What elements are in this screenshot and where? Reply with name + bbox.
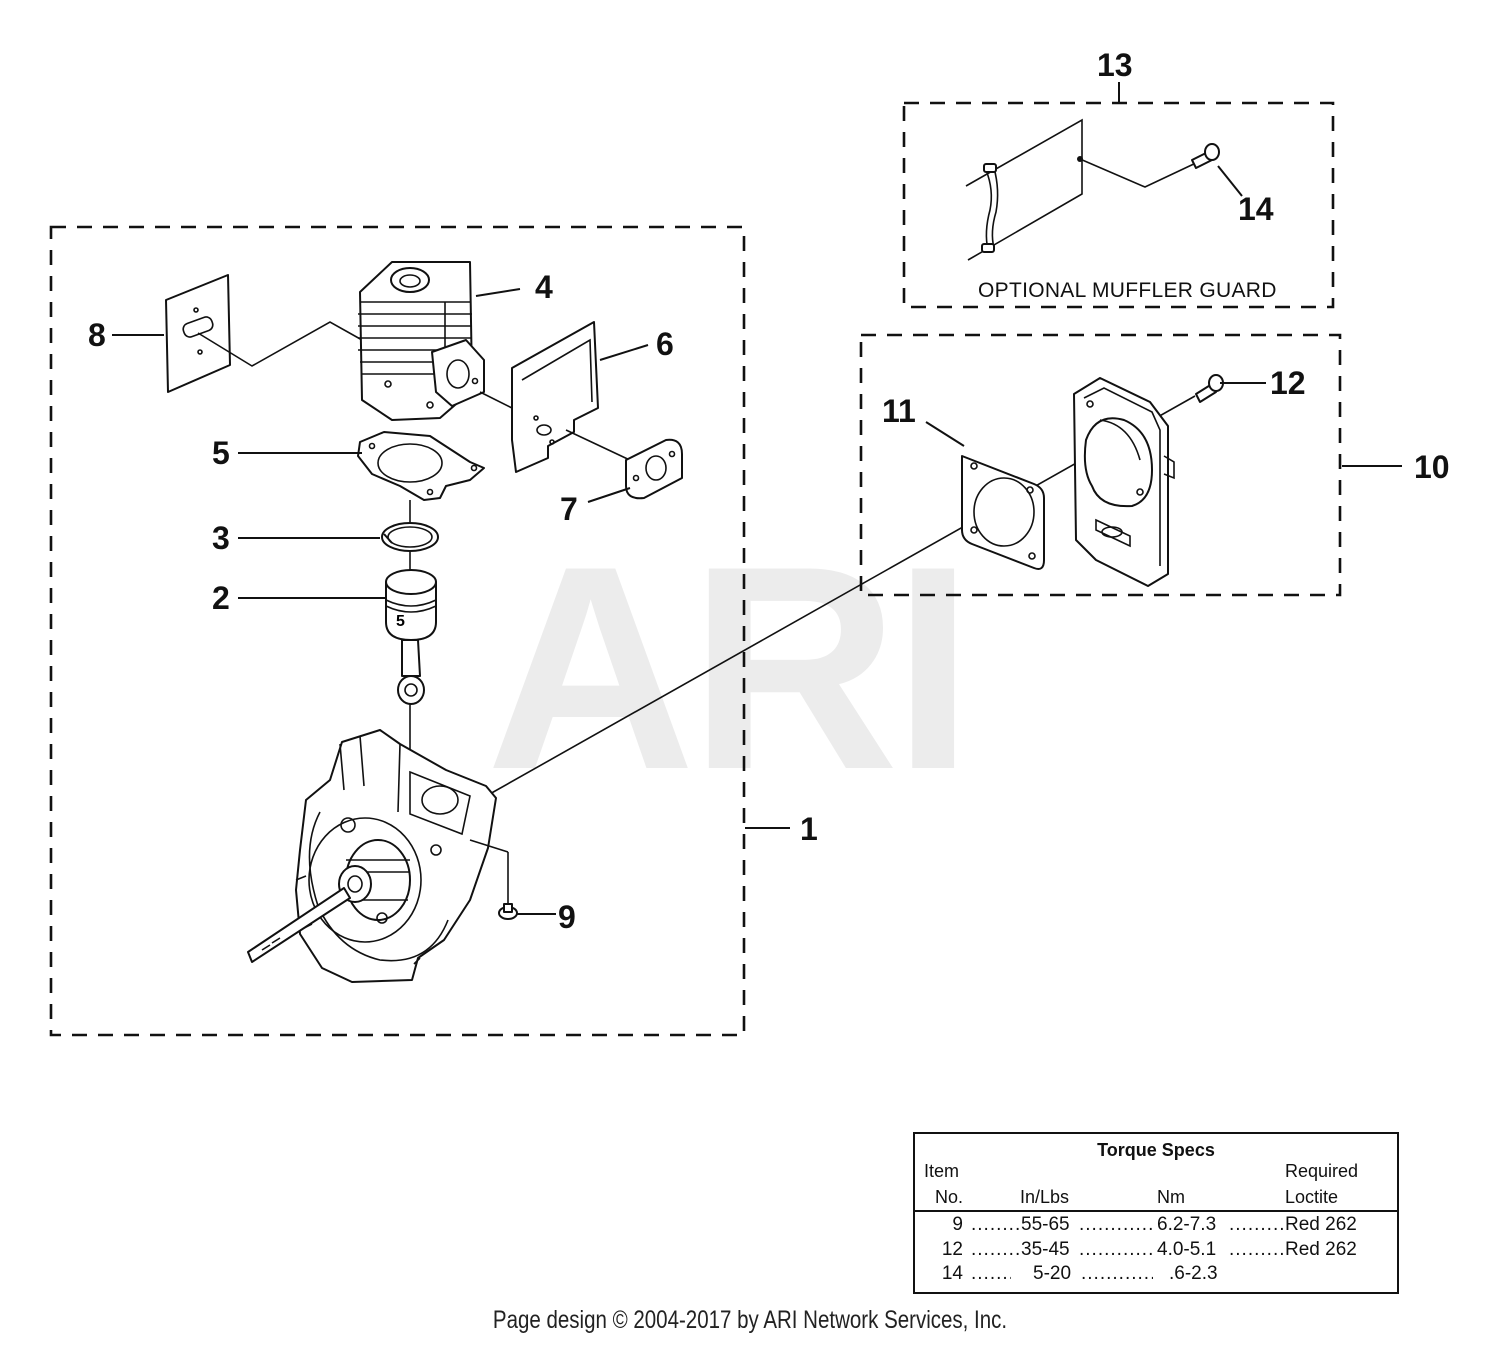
callout-10: 10 (1414, 449, 1450, 485)
cylinder-part-4 (358, 261, 485, 421)
piston-ring-part-3 (381, 522, 439, 552)
callout-7: 7 (560, 491, 578, 527)
callout-5: 5 (212, 435, 230, 471)
muffler-part-10 (1073, 377, 1175, 587)
leader-lines (112, 82, 1402, 915)
ari-watermark: ARI (486, 506, 967, 830)
screw-part-14 (1191, 143, 1220, 169)
callout-2: 2 (212, 580, 230, 616)
cell-loctite: Red 262 (1285, 1239, 1357, 1260)
callout-11: 11 (882, 393, 916, 429)
cell-nm: 4.0-5.1 (1157, 1239, 1217, 1260)
cell-inlbs: 5-20 (1033, 1263, 1072, 1284)
callout-6: 6 (656, 326, 674, 362)
callout-12: 12 (1270, 365, 1306, 401)
header-loctite-line2: Loctite (1285, 1187, 1339, 1207)
copyright-credit: Page design © 2004-2017 by ARI Network S… (492, 1306, 1008, 1334)
piston-part-2: 5 (385, 569, 437, 705)
dot-leader: .............. (1229, 1239, 1283, 1260)
cell-inlbs: 55-65 (1021, 1214, 1070, 1235)
screw-part-12 (1195, 374, 1224, 403)
cell-loctite: Red 262 (1285, 1214, 1357, 1235)
header-nm: Nm (1157, 1187, 1185, 1207)
callout-8: 8 (88, 317, 106, 353)
cell-item: 12 (941, 1239, 963, 1260)
muffler-guard-label: OPTIONAL MUFFLER GUARD (978, 279, 1277, 302)
callout-13: 13 (1097, 47, 1133, 83)
header-item-line2: No. (935, 1187, 964, 1207)
callout-1: 1 (800, 811, 818, 847)
carb-gasket-part-7 (625, 438, 683, 500)
svg-text:5: 5 (396, 613, 405, 630)
torque-specs-table: Torque Specs Item No. In/Lbs Nm Required… (913, 1132, 1399, 1294)
callout-4: 4 (535, 269, 553, 305)
header-item-line1: Item (924, 1161, 960, 1181)
dot-leader: .................. (1079, 1239, 1153, 1260)
dot-leader: .............. (1229, 1214, 1283, 1235)
base-gasket-part-5 (357, 431, 485, 501)
callout-14: 14 (1238, 191, 1274, 227)
muffler-guard-part-13 (965, 118, 1199, 261)
cell-inlbs: 35-45 (1021, 1239, 1070, 1260)
callout-9: 9 (558, 899, 576, 935)
table-row: 14 .......... 5-20 .................. .6… (915, 1263, 1397, 1287)
header-inlbs: In/Lbs (1020, 1187, 1070, 1207)
muffler-assembly-box (859, 333, 1342, 597)
cell-nm: 6.2-7.3 (1157, 1214, 1217, 1235)
table-row: 12 .......... 35-45 .................. 4… (915, 1239, 1397, 1263)
dot-leader: .......... (971, 1263, 1011, 1284)
cell-nm: .6-2.3 (1169, 1263, 1218, 1284)
table-row: 9 .......... 55-65 .................. 6.… (915, 1214, 1397, 1238)
dot-leader: .......... (971, 1239, 1019, 1260)
dot-leader: .......... (971, 1214, 1019, 1235)
header-divider (915, 1210, 1397, 1212)
dot-leader: .................. (1079, 1214, 1153, 1235)
crankcase-part-1 (247, 729, 509, 983)
gasket-plate-part-8 (165, 274, 363, 393)
header-loctite-line1: Required (1285, 1161, 1359, 1181)
muffler-gasket-part-11 (961, 455, 1045, 570)
cell-item: 9 (952, 1214, 963, 1235)
torque-specs-title: Torque Specs (1097, 1140, 1215, 1160)
screw-part-9 (498, 903, 518, 920)
dot-leader: .................. (1081, 1263, 1153, 1284)
insulator-plate-part-6 (479, 321, 635, 473)
engine-assembly-box (49, 225, 746, 1037)
cell-item: 14 (941, 1263, 963, 1284)
callout-3: 3 (212, 520, 230, 556)
